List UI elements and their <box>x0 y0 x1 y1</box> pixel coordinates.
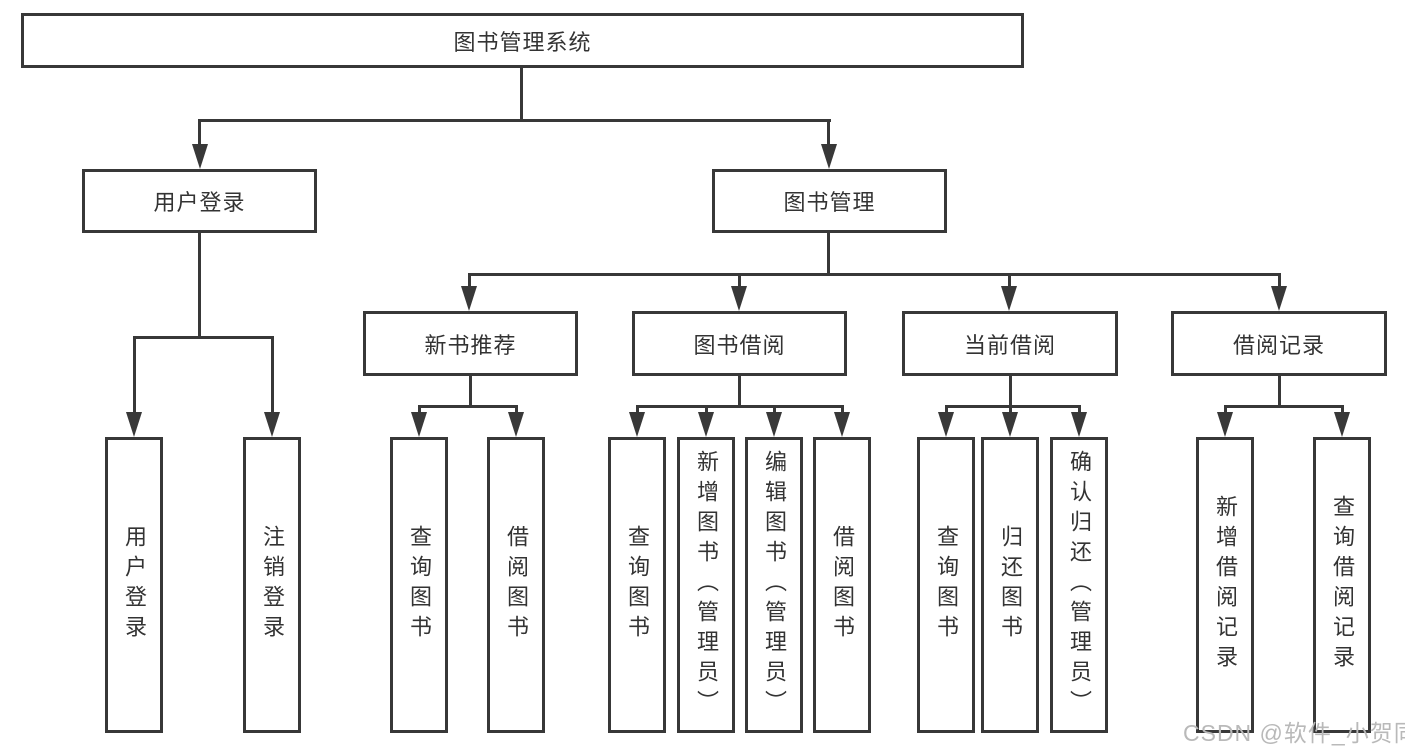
connector-stem-login <box>133 336 136 417</box>
leaf-query-borrow-record: 查询借阅记录 <box>1313 437 1371 733</box>
connector-stem-logout <box>271 336 274 417</box>
connector-stem-book-mgmt <box>827 119 830 149</box>
connector-records-split <box>1224 405 1344 408</box>
leaf-label: 编辑图书（管理员） <box>762 450 787 720</box>
leaf-user-login: 用户登录 <box>105 437 163 733</box>
node-label: 图书管理系统 <box>453 29 592 55</box>
node-label: 当前借阅 <box>963 332 1056 358</box>
connector-stem-cb-query <box>945 405 948 417</box>
leaf-logout: 注销登录 <box>243 437 301 733</box>
leaf-label: 新增借阅记录 <box>1213 495 1238 675</box>
connector-stem-current <box>1008 273 1011 291</box>
arrowhead-book-mgmt <box>821 144 837 169</box>
leaf-add-books-admin: 新增图书（管理员） <box>677 437 735 733</box>
arrowhead-current <box>1001 286 1017 311</box>
connector-level3-split <box>468 273 1281 276</box>
node-book-borrow: 图书借阅 <box>632 311 847 376</box>
arrowhead-bb-edit <box>766 412 782 437</box>
connector-stem-user-login <box>198 119 201 149</box>
leaf-label: 归还图书 <box>998 525 1023 645</box>
leaf-label: 借阅图书 <box>830 525 855 645</box>
connector-stem-cb-confirm <box>1078 405 1081 417</box>
leaf-query-books-current: 查询图书 <box>917 437 975 733</box>
arrowhead-cb-return <box>1002 412 1018 437</box>
arrowhead-bb-add <box>698 412 714 437</box>
connector-stem-bb-add <box>705 405 708 417</box>
connector-root-trunk <box>520 68 523 122</box>
leaf-label: 确认归还（管理员） <box>1067 450 1092 720</box>
arrowhead-borrow <box>731 286 747 311</box>
leaf-edit-books-admin: 编辑图书（管理员） <box>745 437 803 733</box>
connector-borrow-trunk <box>738 376 741 408</box>
arrowhead-nb-query <box>411 412 427 437</box>
arrowhead-rec-add <box>1217 412 1233 437</box>
node-label: 图书管理 <box>783 190 876 215</box>
arrowhead-login <box>126 412 142 437</box>
connector-user-login-trunk <box>198 233 201 339</box>
node-current-borrow: 当前借阅 <box>902 311 1118 376</box>
node-user-login: 用户登录 <box>82 169 317 233</box>
connector-stem-new-book <box>468 273 471 291</box>
leaf-borrow-books-recommend: 借阅图书 <box>487 437 545 733</box>
node-label: 用户登录 <box>153 190 246 215</box>
connector-new-book-trunk <box>469 376 472 408</box>
leaf-label: 查询图书 <box>625 525 650 645</box>
connector-stem-nb-borrow <box>515 405 518 417</box>
connector-stem-rec-query <box>1341 405 1344 417</box>
arrowhead-new-book <box>461 286 477 311</box>
node-new-book-recommend: 新书推荐 <box>363 311 578 376</box>
node-label: 借阅记录 <box>1232 332 1325 358</box>
node-label: 新书推荐 <box>424 332 517 358</box>
connector-records-trunk <box>1278 375 1281 408</box>
connector-new-book-split <box>418 405 518 408</box>
arrowhead-cb-query <box>938 412 954 437</box>
arrowhead-logout <box>264 412 280 437</box>
node-book-management: 图书管理 <box>712 169 947 233</box>
connector-stem-cb-return <box>1009 405 1012 417</box>
arrowhead-nb-borrow <box>508 412 524 437</box>
node-borrow-records: 借阅记录 <box>1171 311 1387 376</box>
leaf-return-books: 归还图书 <box>981 437 1039 733</box>
connector-current-split <box>945 405 1081 408</box>
connector-stem-borrow <box>738 273 741 291</box>
arrowhead-rec-query <box>1334 412 1350 437</box>
arrowhead-cb-confirm <box>1071 412 1087 437</box>
arrowhead-records <box>1271 286 1287 311</box>
connector-stem-records <box>1278 273 1281 291</box>
connector-stem-bb-edit <box>773 405 776 417</box>
leaf-label: 注销登录 <box>260 525 285 645</box>
node-root-system: 图书管理系统 <box>21 13 1024 68</box>
leaf-query-books-borrow: 查询图书 <box>608 437 666 733</box>
connector-stem-bb-query <box>636 405 639 417</box>
arrowhead-bb-borrow <box>834 412 850 437</box>
leaf-add-borrow-record: 新增借阅记录 <box>1196 437 1254 733</box>
connector-borrow-split <box>636 405 844 408</box>
leaf-label: 查询借阅记录 <box>1330 495 1355 675</box>
leaf-label: 借阅图书 <box>504 525 529 645</box>
connector-stem-nb-query <box>418 405 421 417</box>
leaf-label: 查询图书 <box>407 525 432 645</box>
leaf-confirm-return-admin: 确认归还（管理员） <box>1050 437 1108 733</box>
csdn-watermark: CSDN @软件_小贺同学 <box>1183 720 1405 746</box>
connector-level2-split <box>198 119 831 122</box>
connector-current-trunk <box>1009 376 1012 408</box>
node-label: 图书借阅 <box>693 332 786 358</box>
leaf-label: 用户登录 <box>122 525 147 645</box>
leaf-label: 查询图书 <box>934 525 959 645</box>
connector-user-login-split <box>133 336 274 339</box>
leaf-borrow-books: 借阅图书 <box>813 437 871 733</box>
connector-book-mgmt-trunk <box>827 233 830 276</box>
leaf-query-books-recommend: 查询图书 <box>390 437 448 733</box>
arrowhead-bb-query <box>629 412 645 437</box>
arrowhead-user-login <box>192 144 208 169</box>
connector-stem-bb-borrow <box>841 405 844 417</box>
connector-stem-rec-add <box>1224 405 1227 417</box>
leaf-label: 新增图书（管理员） <box>694 450 719 720</box>
